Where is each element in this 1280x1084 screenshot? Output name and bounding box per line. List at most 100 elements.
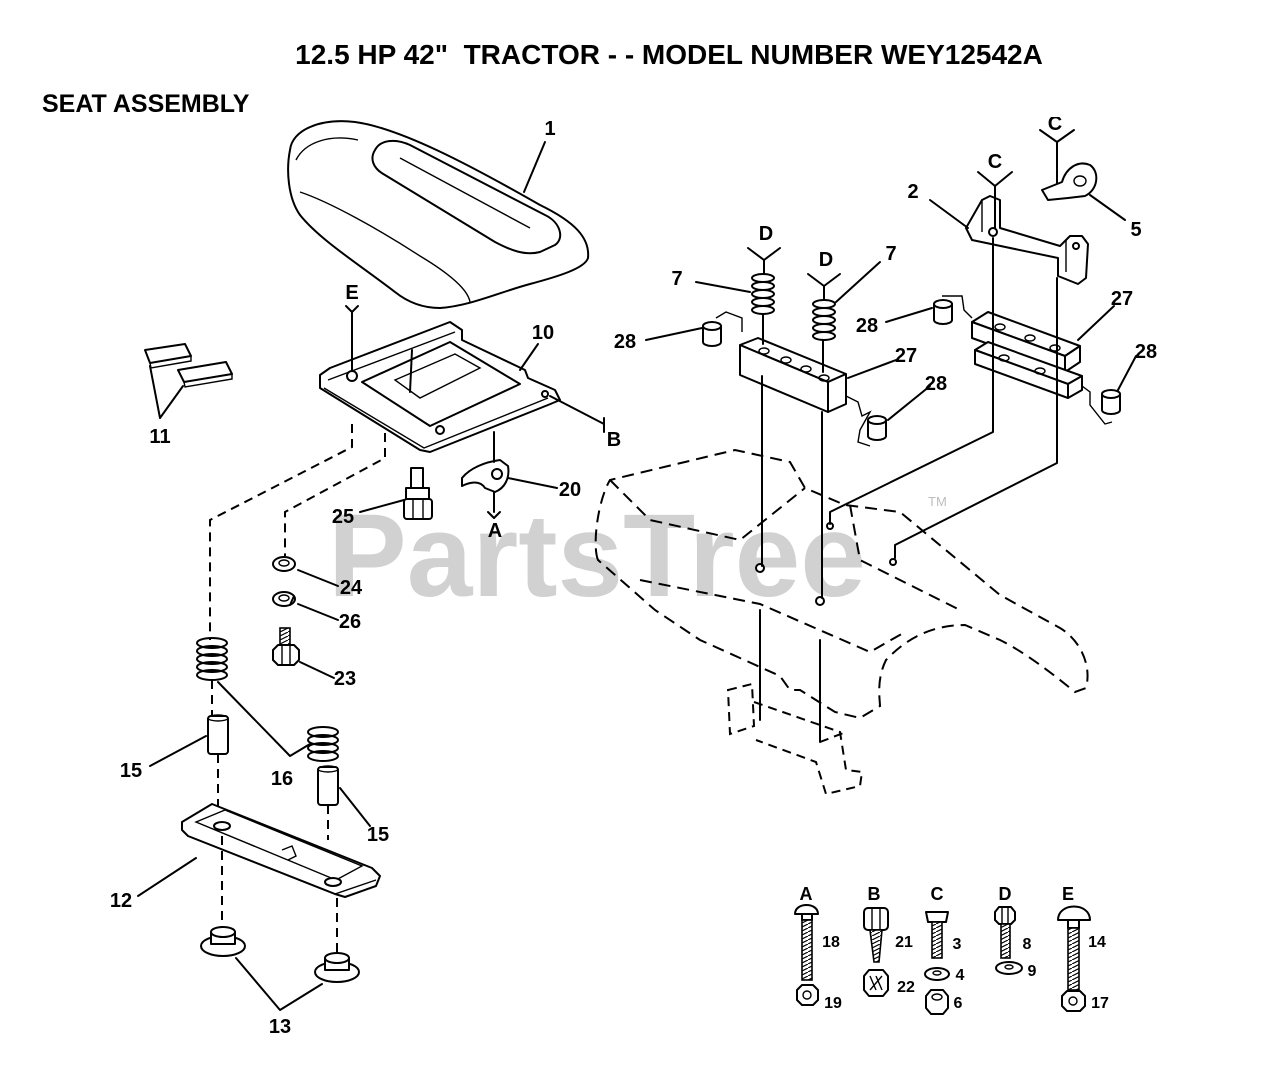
callout-label: 23 (334, 668, 356, 690)
callout-label: 12 (110, 890, 132, 912)
watermark-trademark: TM (928, 494, 947, 509)
callout-labels: 1 2 5 C C D D 7 7 27 27 28 28 28 28 E 10… (110, 113, 1157, 1038)
callout-label: 28 (856, 315, 878, 337)
hardware-part-number: 22 (897, 979, 915, 996)
hardware-part-number: 18 (822, 934, 840, 951)
hardware-letter: C (931, 884, 944, 904)
callout-label: 27 (895, 345, 917, 367)
assembly-line (221, 836, 338, 958)
bushing-28-left (702, 321, 722, 347)
callout-label: 24 (340, 577, 363, 599)
bracket-bar-middle (715, 311, 872, 447)
callout-label: C (1048, 113, 1062, 135)
callout-label: 28 (614, 331, 636, 353)
callout-label: 2 (907, 181, 918, 203)
fastener-marker-d (747, 247, 781, 345)
callout-label: 25 (332, 506, 354, 528)
callout-label: A (488, 520, 502, 542)
callout-label: D (819, 249, 833, 271)
assembly-line (211, 680, 329, 840)
spring-left (196, 637, 228, 681)
leader-line (149, 365, 184, 419)
hardware-letter: A (800, 884, 813, 904)
fastener-marker-c (1039, 129, 1075, 184)
leader-line (299, 661, 335, 679)
section-title: SEAT ASSEMBLY (42, 90, 250, 118)
leader-line (523, 141, 546, 193)
lock-washer-26 (272, 591, 296, 607)
leader-line (235, 957, 323, 1011)
hardware-group-e: E 14 17 (1057, 884, 1109, 1012)
callout-label: 1 (544, 118, 555, 140)
bushing-28-lower (867, 415, 887, 441)
cable-clip-part-5 (1041, 162, 1098, 201)
hardware-part-number: 17 (1091, 995, 1109, 1012)
spacer-right (317, 765, 339, 806)
callout-label: B (607, 429, 621, 451)
bracket-bar-right (942, 295, 1113, 425)
leader-line (847, 359, 897, 379)
assembly-line (894, 277, 1058, 559)
leader-line (359, 499, 405, 513)
callout-label: 28 (1135, 341, 1157, 363)
hardware-part-number: 3 (953, 936, 962, 953)
hardware-key: A 18 19 B 21 22 C (794, 884, 1109, 1015)
shoulder-bolt (403, 467, 433, 520)
lower-seat-plate (181, 803, 381, 898)
hardware-letter: D (999, 884, 1012, 904)
clip-part (461, 459, 510, 493)
seat-cushion (287, 120, 590, 309)
hardware-letter: B (868, 884, 881, 904)
callout-label: 27 (1111, 288, 1133, 310)
leader-line (695, 261, 881, 303)
nut-24 (272, 556, 296, 572)
leader-line (1089, 194, 1126, 221)
callout-label: 15 (120, 760, 142, 782)
fastener-marker-c (977, 171, 1013, 229)
callout-label: 28 (925, 373, 947, 395)
leader-line (297, 569, 339, 587)
tractor-frame-outline (594, 448, 1089, 720)
hardware-group-c: C 3 4 6 (924, 884, 965, 1015)
leader-line (297, 603, 339, 621)
spring-7-right (812, 299, 836, 341)
spring-7-left (751, 273, 775, 315)
hardware-group-a: A 18 19 (794, 884, 842, 1012)
leader-line (137, 857, 197, 897)
bushing-left (200, 926, 246, 957)
fastener-marker-d (807, 273, 841, 373)
callout-label: 5 (1130, 219, 1141, 241)
callout-label: E (345, 282, 358, 304)
assembly-line (284, 433, 386, 556)
leader-line (1077, 305, 1115, 341)
callout-label: 20 (559, 479, 581, 501)
hardware-part-number: 9 (1028, 963, 1037, 980)
assembly-line (209, 424, 353, 640)
callout-label: C (988, 151, 1002, 173)
callout-label: 16 (271, 768, 293, 790)
callout-label: 10 (532, 322, 554, 344)
hardware-part-number: 4 (956, 967, 965, 984)
bushing-28-right (1101, 389, 1121, 415)
assembly-line (829, 237, 994, 525)
leader-line (493, 431, 558, 489)
hardware-part-number: 14 (1088, 934, 1106, 951)
callout-label: D (759, 223, 773, 245)
hardware-part-number: 19 (824, 995, 842, 1012)
assembly-line (759, 375, 823, 743)
callout-label: 7 (671, 268, 682, 290)
fastener-marker-b (549, 395, 605, 433)
frame-bracket-outline (726, 682, 864, 796)
callout-label: 7 (885, 243, 896, 265)
spring-right (307, 726, 339, 762)
hardware-group-b: B 21 22 (863, 884, 915, 997)
spacer-left (207, 714, 229, 755)
seat-mounting-plate (319, 321, 561, 453)
fastener-marker-a (487, 491, 501, 519)
hardware-part-number: 6 (954, 995, 963, 1012)
hardware-letter: E (1062, 884, 1074, 904)
bolt-23 (272, 627, 300, 666)
leader-line (645, 307, 1137, 421)
hardware-part-number: 21 (895, 934, 913, 951)
